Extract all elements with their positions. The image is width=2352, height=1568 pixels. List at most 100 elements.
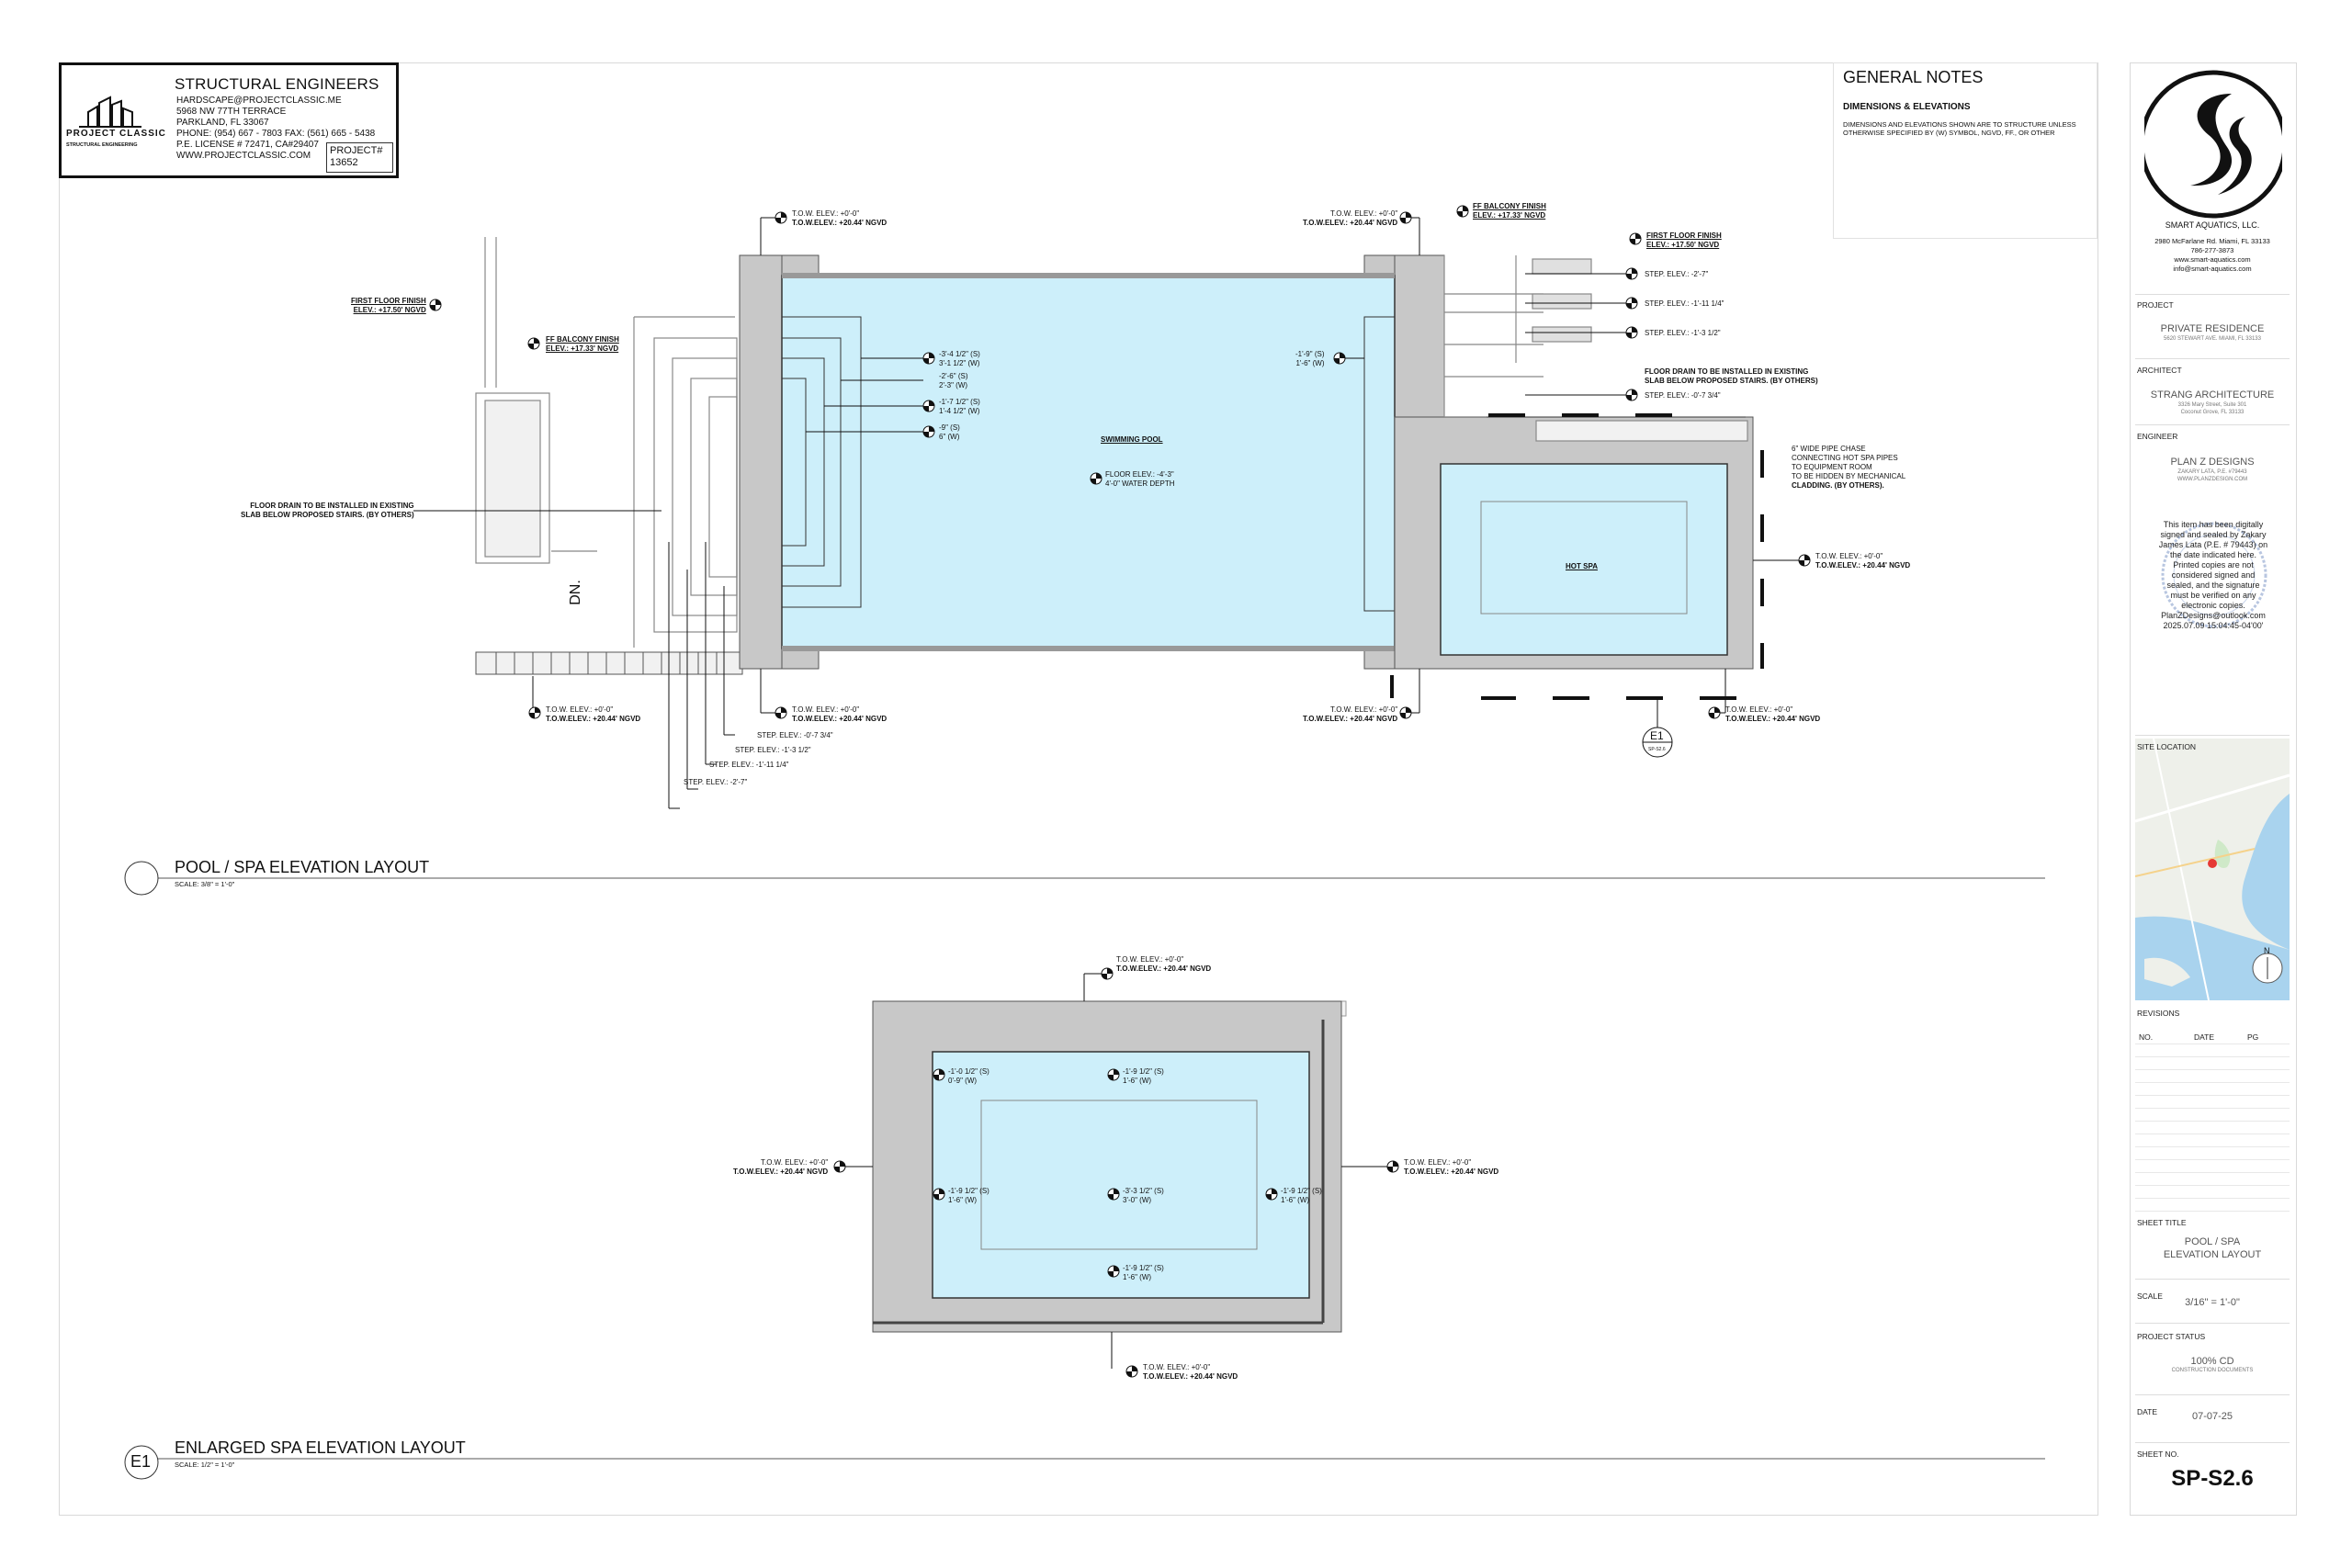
date-label: DATE <box>2137 1407 2158 1416</box>
leader-lines <box>413 217 1801 809</box>
project-classic-logo <box>79 96 141 128</box>
logo-subtext: STRUCTURAL ENGINEERING <box>66 142 138 148</box>
revisions-col-no: NO. <box>2139 1032 2154 1042</box>
engineer-stamp <box>59 62 399 178</box>
sheet-title-line-1: POOL / SPA <box>2184 1236 2241 1247</box>
e1-callout-sheet: SP-S2.6 <box>1648 747 1666 752</box>
date-value: 07-07-25 <box>2191 1411 2233 1422</box>
spa-depth-bench-bottom: -1'-9 1/2" (S)1'-6" (W) <box>1123 1264 1164 1281</box>
general-notes-title: GENERAL NOTES <box>1843 68 1984 86</box>
stamp-title: STRUCTURAL ENGINEERS <box>175 75 379 93</box>
plan-scale: SCALE: 3/8" = 1'-0" <box>175 880 235 888</box>
seal-text: This item has been digitally signed and … <box>2158 520 2268 630</box>
general-notes-subtitle: DIMENSIONS & ELEVATIONS <box>1843 102 1971 112</box>
swimming-pool-label: SWIMMING POOL <box>1101 435 1163 444</box>
sidebar-divider <box>2135 294 2290 295</box>
hot-spa-structure <box>1394 416 1754 670</box>
pool-walls <box>739 254 1445 670</box>
step-elev-right-3: STEP. ELEV.: -1'-3 1/2" <box>1645 329 1721 337</box>
step-elev-left-4: STEP. ELEV.: -2'-7" <box>684 778 748 786</box>
engineer-value: PLAN Z DESIGNS <box>2170 457 2255 468</box>
project-number: 13652 <box>330 157 358 168</box>
spa-tow-right: T.O.W. ELEV.: +0'-0"T.O.W.ELEV.: +20.44'… <box>1404 1158 1499 1176</box>
step-band <box>475 651 743 675</box>
general-notes-box <box>1833 62 2098 239</box>
tow-label-br: T.O.W. ELEV.: +0'-0"T.O.W.ELEV.: +20.44'… <box>1303 705 1398 723</box>
pool-step-depth-3: -1'-7 1/2" (S)1'-4 1/2" (W) <box>939 398 980 415</box>
north-indicator: N <box>2264 946 2270 955</box>
architect-address-1: 3326 Mary Street, Suite 301 <box>2177 402 2247 408</box>
drawing-frame <box>59 62 2098 1516</box>
spa-title-bubble <box>124 1445 159 1480</box>
tow-label-spa-right: T.O.W. ELEV.: +0'-0"T.O.W.ELEV.: +20.44'… <box>1815 552 1911 570</box>
tow-label-tl: T.O.W. ELEV.: +0'-0"T.O.W.ELEV.: +20.44'… <box>792 209 888 227</box>
revision-row <box>2135 1159 2290 1160</box>
stamp-line: P.E. LICENSE # 72471, CA#29407 <box>176 140 319 150</box>
spa-depth-bench-tl: -1'-0 1/2" (S)0'-9" (W) <box>948 1067 989 1085</box>
revisions-col-pg: PG <box>2247 1032 2259 1042</box>
balcony-structure <box>475 237 738 648</box>
tow-label-left: T.O.W. ELEV.: +0'-0"T.O.W.ELEV.: +20.44'… <box>546 705 641 723</box>
down-arrow-label: DN. <box>567 580 583 605</box>
right-stair-structure <box>1443 255 1748 442</box>
swimming-pool-water <box>781 275 1396 649</box>
e1-callout <box>1642 698 1673 758</box>
spa-tow-bottom: T.O.W. ELEV.: +0'-0"T.O.W.ELEV.: +20.44'… <box>1143 1363 1238 1381</box>
elevation-targets <box>429 205 1811 719</box>
revision-row <box>2135 1211 2290 1212</box>
project-status-value: 100% CD <box>2190 1356 2234 1367</box>
spa-detail-tag: E1 <box>130 1452 152 1471</box>
revision-row <box>2135 1185 2290 1186</box>
project-status-sub: CONSTRUCTION DOCUMENTS <box>2171 1368 2254 1373</box>
step-elev-left-3: STEP. ELEV.: -1'-11 1/4" <box>709 761 789 769</box>
stamp-line: 5968 NW 77TH TERRACE <box>176 107 287 117</box>
revision-row <box>2135 1121 2290 1122</box>
sheet-no-label: SHEET NO. <box>2137 1450 2179 1459</box>
step-elev-right-1: STEP. ELEV.: -2'-7" <box>1645 270 1709 278</box>
stamp-line: WWW.PROJECTCLASSIC.COM <box>176 151 311 161</box>
sidebar-company: SMART AQUATICS, LLC. <box>2165 220 2260 230</box>
site-location-map[interactable] <box>2134 738 2290 1001</box>
pool-floor-elev: FLOOR ELEV.: -4'-3"4'-0" WATER DEPTH <box>1105 470 1175 488</box>
revision-row <box>2135 1043 2290 1044</box>
stamp-line: PHONE: (954) 667 - 7803 FAX: (561) 665 -… <box>176 129 376 139</box>
revision-row <box>2135 1146 2290 1147</box>
project-label: PROJECT <box>2137 300 2174 310</box>
plan-title: POOL / SPA ELEVATION LAYOUT <box>175 858 430 876</box>
spa-depth-bench-top: -1'-9 1/2" (S)1'-6" (W) <box>1123 1067 1164 1085</box>
spa-depth-bench-right: -1'-9 1/2" (S)1'-6" (W) <box>1281 1187 1322 1204</box>
revision-row <box>2135 1056 2290 1057</box>
engineer-sub-1: ZAKARY LATA, P.E. #79443 <box>2177 469 2247 475</box>
sidebar-divider <box>2135 358 2290 359</box>
logo-text: PROJECT CLASSIC <box>66 129 166 139</box>
enlarged-spa <box>833 967 1399 1378</box>
revision-row <box>2135 1082 2290 1083</box>
pool-step-depth-1: -3'-4 1/2" (S)3'-1 1/2" (W) <box>939 350 980 367</box>
revision-row <box>2135 1069 2290 1070</box>
spa-tow-top: T.O.W. ELEV.: +0'-0"T.O.W.ELEV.: +20.44'… <box>1116 955 1212 973</box>
sidebar-divider <box>2135 1279 2290 1280</box>
architect-value: STRANG ARCHITECTURE <box>2150 389 2275 400</box>
project-value: PRIVATE RESIDENCE <box>2160 323 2265 334</box>
step-elev-left-1: STEP. ELEV.: -0'-7 3/4" <box>757 731 833 739</box>
sidebar-divider <box>2135 424 2290 425</box>
pool-step-depth-2: -2'-6" (S)2'-3" (W) <box>939 372 968 389</box>
sheet-title-label: SHEET TITLE <box>2137 1218 2187 1227</box>
title-block-frame <box>2130 62 2297 1516</box>
pe-seal <box>2161 522 2267 628</box>
spa-depth-bench-left: -1'-9 1/2" (S)1'-6" (W) <box>948 1187 989 1204</box>
step-elev-right-4: STEP. ELEV.: -0'-7 3/4" <box>1645 391 1721 400</box>
plan-drawing <box>124 205 2045 1480</box>
revision-row <box>2135 1108 2290 1109</box>
sheet-title-line-2: ELEVATION LAYOUT <box>2163 1249 2262 1260</box>
step-elev-left-2: STEP. ELEV.: -1'-3 1/2" <box>735 746 811 754</box>
tow-label-bl: T.O.W. ELEV.: +0'-0"T.O.W.ELEV.: +20.44'… <box>792 705 888 723</box>
stamp-line: HARDSCAPE@PROJECTCLASSIC.ME <box>176 96 342 106</box>
project-status-label: PROJECT STATUS <box>2137 1332 2206 1341</box>
scale-value: 3/16" = 1'-0" <box>2185 1297 2240 1308</box>
